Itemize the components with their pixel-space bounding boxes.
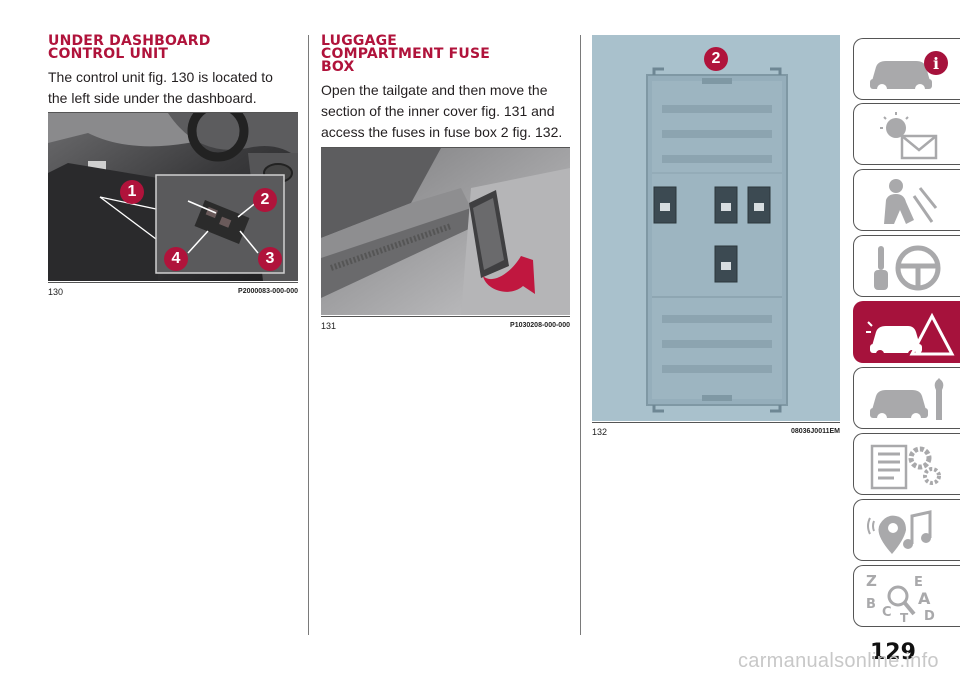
index-letter: D — [924, 609, 935, 622]
index-letter: Z — [866, 572, 877, 590]
column-divider — [580, 35, 581, 635]
tab-seat-safety[interactable] — [853, 169, 960, 231]
callout-3: 3 — [258, 247, 282, 271]
body-paragraph-line: access the fuses in fuse box 2 fig. 132. — [321, 124, 563, 140]
figure-code: 08036J0011EM — [790, 428, 840, 435]
figure-number: 132 — [592, 427, 608, 437]
figure-number: 131 — [321, 321, 337, 331]
tab-technical-data[interactable] — [853, 433, 960, 495]
section-heading: UNDER DASHBOARD — [48, 33, 211, 49]
body-paragraph-line: The control unit fig. 130 is located to — [48, 69, 273, 85]
callout-2: 2 — [704, 47, 728, 71]
tab-multimedia[interactable] — [853, 499, 960, 561]
tab-warning-lights[interactable] — [853, 103, 960, 165]
body-paragraph-line: section of the inner cover fig. 131 and — [321, 103, 555, 119]
watermark: carmanualsonline.info — [738, 650, 939, 672]
figure-rule — [592, 422, 840, 423]
maintenance-icon — [870, 378, 944, 423]
figure-number: 130 — [48, 287, 64, 297]
index-letter: A — [918, 589, 931, 608]
body-paragraph-line: Open the tailgate and then move the — [321, 82, 548, 98]
index-letter: E — [914, 575, 923, 590]
tab-index[interactable]: Z E B A C D T — [853, 565, 960, 627]
callout-4: 4 — [164, 247, 188, 271]
figure-rule — [321, 147, 570, 148]
callout-2: 2 — [253, 188, 277, 212]
figure-rule — [321, 316, 570, 317]
tab-emergency[interactable] — [853, 301, 960, 363]
section-heading: COMPARTMENT FUSE — [321, 46, 491, 62]
tab-car-info[interactable]: i — [853, 38, 960, 100]
multimedia-icon — [867, 510, 932, 554]
figure-132-fusebox — [592, 35, 840, 421]
column-divider — [308, 35, 309, 635]
tab-maintenance[interactable] — [853, 367, 960, 429]
index-letter: B — [866, 597, 876, 612]
figure-rule — [48, 282, 298, 283]
section-heading: CONTROL UNIT — [48, 46, 169, 62]
seat-safety-icon — [884, 179, 938, 224]
index-letter: C — [882, 605, 892, 620]
figure-code: P1030208-000-000 — [510, 322, 570, 329]
page-number: 129 — [870, 640, 916, 665]
tab-starting-driving[interactable] — [853, 235, 960, 297]
index-letter: T — [900, 611, 909, 622]
callout-1: 1 — [120, 180, 144, 204]
starting-driving-icon — [874, 245, 941, 291]
figure-rule — [48, 112, 298, 113]
emergency-icon — [866, 312, 955, 358]
figure-code: P2000083-000-000 — [238, 288, 298, 295]
figure-131-photo — [321, 148, 570, 315]
svg-text:i: i — [933, 54, 939, 73]
warning-lights-icon — [880, 112, 938, 160]
luggage-section: LUGGAGE COMPARTMENT FUSE BOX Open the ta… — [321, 33, 571, 143]
technical-data-icon — [870, 444, 941, 490]
section-heading: BOX — [321, 59, 355, 75]
section-heading: LUGGAGE — [321, 33, 398, 49]
dashboard-section: UNDER DASHBOARD CONTROL UNIT The control… — [48, 33, 298, 109]
body-paragraph-line: the left side under the dashboard. — [48, 90, 257, 106]
index-icon: Z E B A C D T — [866, 572, 935, 622]
car-info-icon: i — [870, 51, 948, 94]
